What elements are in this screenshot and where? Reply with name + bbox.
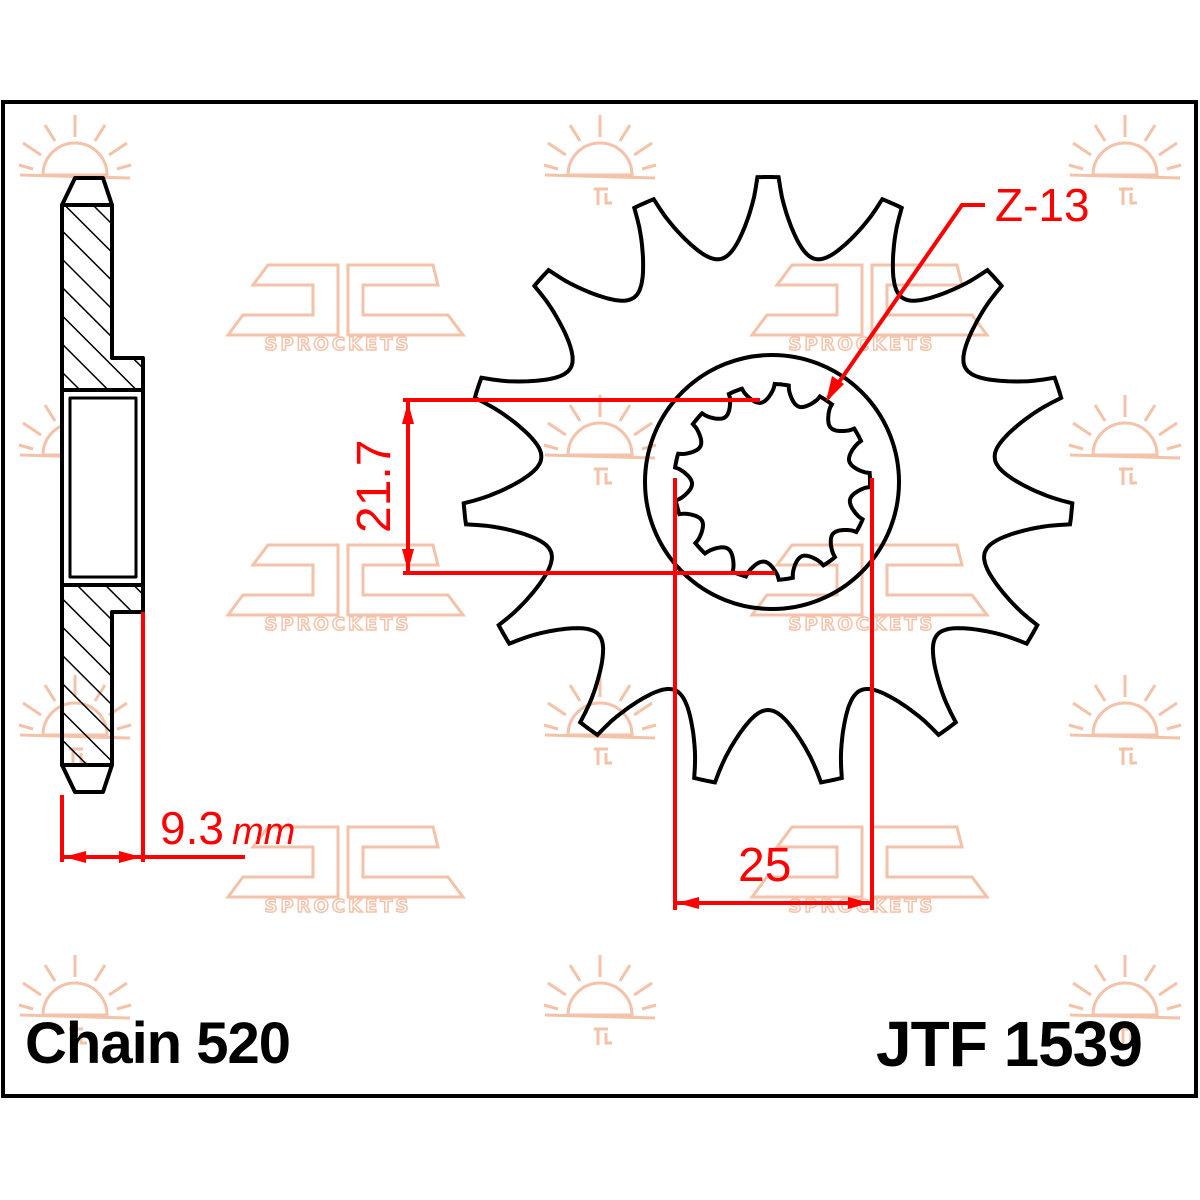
spline-bore bbox=[672, 381, 872, 583]
watermark-sun-icon bbox=[542, 953, 658, 1047]
side-profile bbox=[60, 176, 145, 794]
dimension-lines bbox=[60, 203, 985, 910]
chain-size-label: Chain 520 bbox=[25, 1011, 291, 1076]
part-number-label: JTF 1539 bbox=[876, 1008, 1143, 1080]
watermark-sun-icon bbox=[542, 393, 658, 487]
watermark-sun-icon bbox=[542, 113, 658, 207]
watermark-layer bbox=[17, 113, 1183, 1047]
hub-width-label: 25 bbox=[738, 839, 792, 892]
watermark-jt-logo bbox=[750, 543, 989, 637]
watermark-sun-icon bbox=[1067, 673, 1183, 767]
frame-border bbox=[1, 100, 1198, 1098]
sprocket-outline bbox=[461, 175, 1075, 785]
offset-unit: mm bbox=[231, 811, 296, 853]
hub-circle bbox=[643, 353, 901, 611]
spline-count-label: Z-13 bbox=[995, 179, 1090, 231]
spline-diameter-label: 21.7 bbox=[348, 439, 401, 533]
watermark-jt-logo bbox=[226, 543, 465, 637]
offset-value: 9.3 bbox=[160, 802, 224, 854]
watermark-sun-icon bbox=[1067, 393, 1183, 487]
watermark-sun-icon bbox=[542, 673, 658, 767]
watermark-jt-logo bbox=[226, 263, 465, 357]
